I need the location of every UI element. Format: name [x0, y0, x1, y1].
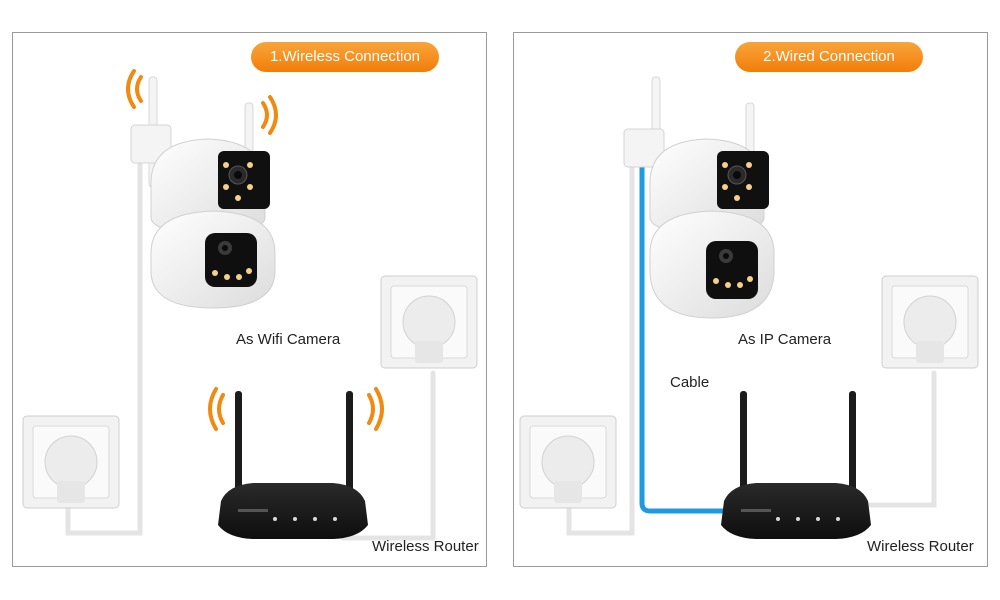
wired-connection-title: 2.Wired Connection: [735, 42, 923, 72]
router-wifi-waves-left: [208, 387, 225, 431]
ip-camera-label: As IP Camera: [738, 331, 832, 348]
wireless-connection-panel: 1.Wireless Connection: [12, 32, 487, 567]
wifi-camera-label: As Wifi Camera: [236, 331, 341, 348]
wall-socket-right-wired: [881, 275, 979, 369]
router-power-cable-wired: [846, 370, 937, 508]
wireless-router-label-left: Wireless Router: [372, 538, 479, 555]
ethernet-cable: [639, 162, 732, 514]
wireless-connection-title: 1.Wireless Connection: [251, 42, 439, 72]
router-wifi-waves-right: [367, 387, 384, 431]
wired-connection-panel: 2.Wired Connection: [513, 32, 988, 567]
router-power-cable: [340, 370, 436, 541]
camera-wifi-waves-left: [126, 69, 143, 109]
wireless-router: [218, 391, 368, 539]
wireless-router-label-right: Wireless Router: [867, 538, 974, 555]
wall-socket-right: [380, 275, 478, 369]
wireless-diagram: [22, 69, 478, 541]
ip-camera: [623, 76, 775, 319]
wired-diagram: [519, 76, 979, 539]
wall-socket-left: [22, 415, 120, 509]
camera-wifi-waves-right: [261, 95, 278, 135]
wall-socket-left-wired: [519, 415, 617, 509]
wireless-router-wired: [721, 391, 871, 539]
cable-label: Cable: [670, 374, 710, 391]
wifi-camera: [130, 76, 276, 309]
camera-power-cable: [65, 158, 143, 536]
camera-power-cable-wired: [566, 160, 635, 536]
